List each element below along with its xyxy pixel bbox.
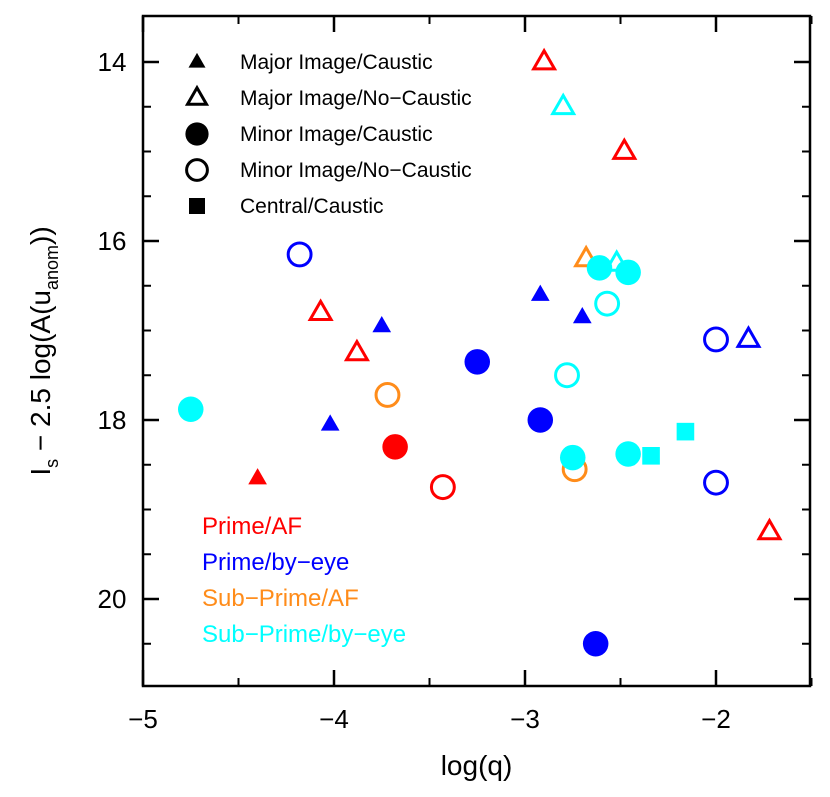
data-point [615,259,641,286]
legend-marker [185,158,209,182]
legend-label: Major Image/Caustic [240,51,433,74]
y-tick-label: 16 [98,226,127,256]
axis-ticks: −5 −4 −3 −2 14 16 18 20 [98,16,813,734]
y-tick-label: 14 [98,47,127,77]
y-label-mid: − 2.5 log(A(u [25,290,56,459]
data-points [177,47,783,657]
x-tick-label: −2 [701,704,731,734]
legend-marker [185,122,209,146]
y-label-main: I [25,468,56,476]
data-point [756,517,783,541]
data-point [615,441,641,467]
category-legend-label: Sub−Prime/by−eye [202,621,406,648]
legend-marker [184,84,210,106]
data-point [703,469,729,496]
y-label-end: )) [25,226,56,245]
category-legend-label: Prime/by−eye [202,549,349,576]
y-label-sub2: anom [42,245,62,290]
data-point [177,396,204,423]
data-point [582,630,609,657]
legend-marker [189,198,205,214]
category-legend-label: Sub−Prime/AF [202,585,359,612]
x-tick-label: −3 [510,704,540,734]
data-point [735,325,762,348]
category-legend-label: Prime/AF [202,513,302,540]
data-point [372,315,392,333]
svg-text:Is − 2.5 log(A(uanom)): Is − 2.5 log(A(uanom)) [25,226,62,475]
data-point [530,284,550,301]
data-point [382,434,408,460]
legend-label: Central/Caustic [240,195,384,218]
data-point [586,255,613,281]
data-point [573,244,600,268]
data-point [642,447,660,465]
x-axis-label: log(q) [441,750,513,781]
data-point [611,137,638,160]
data-point [559,444,586,471]
legend-marker [188,52,206,68]
data-point [676,422,695,441]
data-point [429,474,456,501]
x-tick-label: −4 [319,704,349,734]
y-label-sub1: s [42,459,62,468]
data-point [531,47,558,71]
data-point [286,241,313,268]
data-point [248,468,267,485]
data-point [320,414,340,431]
x-tick-label: −5 [128,704,158,734]
data-point [343,338,370,362]
plot-frame [141,14,812,688]
data-point [374,382,401,408]
data-point [464,349,491,375]
data-point [307,298,334,322]
data-point [703,326,729,353]
legend-label: Minor Image/Caustic [240,123,433,146]
legend-label: Minor Image/No−Caustic [240,159,472,182]
data-point [554,362,580,389]
data-point [550,92,577,116]
data-point [527,407,554,433]
data-point [572,306,592,324]
legend-label: Major Image/No−Caustic [240,87,472,110]
y-tick-label: 18 [98,405,127,435]
y-tick-label: 20 [98,584,127,614]
y-axis-label: Is − 2.5 log(A(uanom)) [25,226,62,475]
data-point [594,290,621,317]
